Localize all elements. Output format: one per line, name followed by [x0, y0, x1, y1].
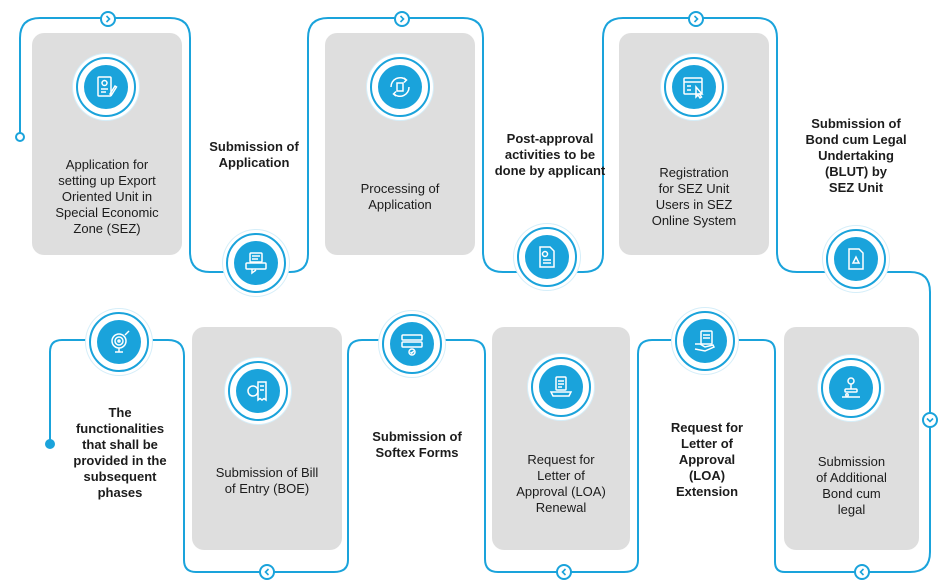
submit-document-icon — [245, 252, 267, 275]
badge-blut — [826, 229, 886, 289]
badge-loa-extension — [675, 311, 735, 371]
step-label-future-phases: The functionalities that shall be provid… — [73, 405, 167, 500]
badge-application — [76, 57, 136, 117]
certificate-document-icon — [539, 246, 555, 268]
badge-loa-renewal — [531, 357, 591, 417]
step-label-application: Application for setting up Export Orient… — [55, 157, 159, 236]
step-label-loa-extension: Request for Letter of Approval (LOA) Ext… — [670, 420, 744, 499]
form-fields-icon — [401, 334, 423, 356]
application-form-icon — [97, 76, 118, 97]
chevron-right-icon — [688, 11, 704, 27]
laptop-document-icon — [549, 376, 573, 397]
chevron-right-icon — [394, 11, 410, 27]
badge-bill-of-entry — [228, 361, 288, 421]
hand-document-icon — [694, 330, 716, 352]
badge-additional-bond — [821, 358, 881, 418]
badge-post-approval — [517, 227, 577, 287]
chevron-right-icon — [100, 11, 116, 27]
chevron-down-icon — [922, 412, 938, 428]
chevron-left-icon — [259, 564, 275, 580]
document-refresh-icon — [390, 76, 410, 98]
badge-softex — [382, 314, 442, 374]
step-label-processing: Processing of Application — [360, 181, 440, 212]
target-ideas-icon — [111, 330, 130, 353]
badge-submission — [226, 233, 286, 293]
coin-receipt-icon — [247, 381, 267, 402]
step-label-bill-of-entry: Submission of Bill of Entry (BOE) — [215, 465, 319, 496]
step-label-additional-bond: Submission of Additional Bond cum legal — [816, 454, 887, 517]
badge-registration — [664, 57, 724, 117]
chevron-left-icon — [556, 564, 572, 580]
chevron-left-icon — [854, 564, 870, 580]
step-label-blut: Submission of Bond cum Legal Undertaking… — [805, 116, 907, 195]
badge-processing — [370, 57, 430, 117]
badge-future-phases — [89, 312, 149, 372]
step-label-loa-renewal: Request for Letter of Approval (LOA) Ren… — [516, 452, 606, 515]
step-label-softex: Submission of Softex Forms — [372, 429, 462, 460]
step-card-bill-of-entry — [192, 327, 342, 550]
stamp-document-icon — [842, 377, 860, 398]
step-label-post-approval: Post-approval activities to be done by a… — [494, 131, 606, 178]
step-label-submission: Submission of Application — [209, 139, 299, 170]
web-form-click-icon — [683, 77, 704, 100]
step-label-registration: Registration for SEZ Unit Users in SEZ O… — [651, 165, 737, 228]
recycle-document-icon — [848, 248, 864, 270]
